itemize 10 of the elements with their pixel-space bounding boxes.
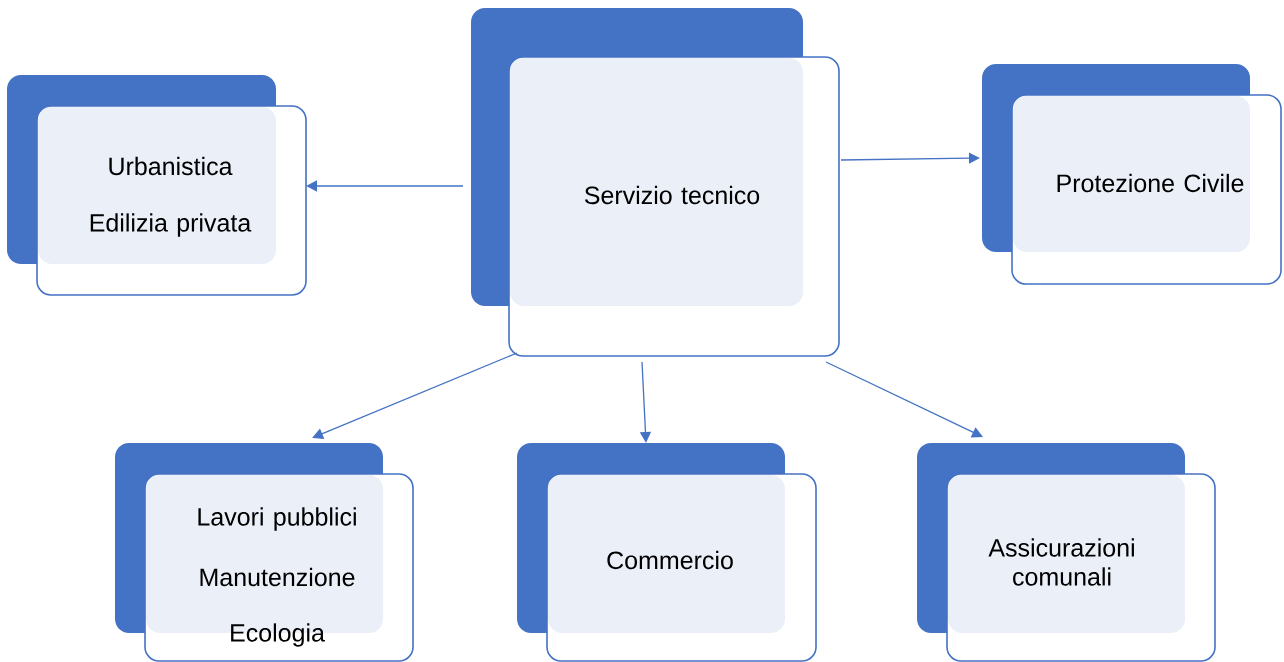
arrow — [306, 180, 464, 192]
arrow — [312, 352, 518, 440]
org-box: Urbanistica Edilizia privata — [7, 75, 307, 296]
org-box: Servizio tecnico — [471, 8, 840, 357]
org-box: Lavori pubblici Manutenzione Ecologia — [115, 443, 414, 662]
org-box: Commercio — [517, 443, 817, 662]
org-box: Protezione Civile — [982, 64, 1282, 285]
org-box: Assicurazioni comunali — [917, 443, 1216, 662]
arrow — [825, 361, 983, 438]
arrow — [840, 152, 980, 164]
